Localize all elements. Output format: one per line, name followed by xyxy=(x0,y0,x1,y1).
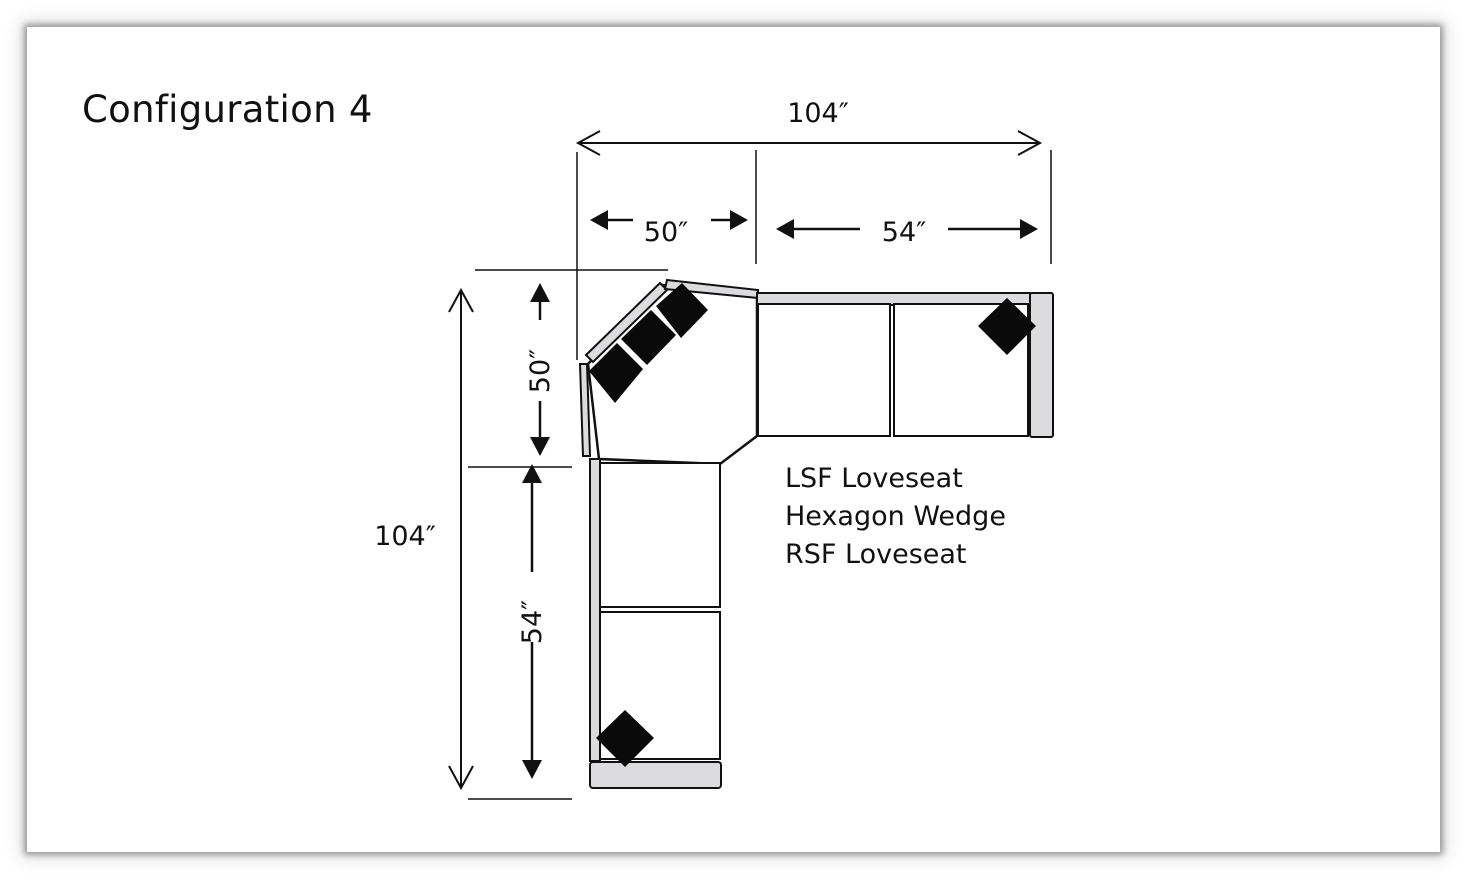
top-left-label: 50″ xyxy=(644,217,688,248)
pillow-icon xyxy=(621,310,676,365)
piece-label: RSF Loveseat xyxy=(785,539,967,570)
back-rail xyxy=(589,458,601,762)
wedge-back-left xyxy=(578,363,592,457)
arrowhead-left-icon xyxy=(575,130,601,156)
arrowhead-filled-down-icon xyxy=(522,760,542,779)
rsf-loveseat xyxy=(756,292,1054,438)
side-lower-label: 54″ xyxy=(517,600,548,644)
pillow-icon xyxy=(589,343,643,403)
top-right-label: 54″ xyxy=(882,217,926,248)
arm xyxy=(1029,292,1054,438)
seat-cushion xyxy=(599,462,721,608)
arrowhead-filled-down-icon xyxy=(530,437,550,456)
arrowhead-down-icon xyxy=(448,765,474,791)
lsf-loveseat xyxy=(589,458,722,789)
arrowhead-filled-up-icon xyxy=(530,283,550,302)
side-upper-label: 50″ xyxy=(525,349,556,393)
arrowhead-up-icon xyxy=(448,287,474,313)
pillow-icon xyxy=(596,710,654,767)
top-dimension-lines: 104″ 50″ 54″ xyxy=(575,98,1052,360)
arrowhead-filled-left-icon xyxy=(776,219,794,239)
arm xyxy=(589,761,722,789)
side-total-label: 104″ xyxy=(374,521,436,552)
piece-label: LSF Loveseat xyxy=(785,463,963,494)
page-title: Configuration 4 xyxy=(82,88,373,131)
hexagon-wedge xyxy=(578,278,759,466)
piece-label: Hexagon Wedge xyxy=(785,501,1006,532)
pillow-icon xyxy=(656,283,708,338)
arrowhead-filled-up-icon xyxy=(522,464,542,483)
pillow-icon xyxy=(978,298,1036,355)
arrowhead-filled-right-icon xyxy=(1020,219,1038,239)
side-dimension-lines: 104″ 50″ 54″ xyxy=(374,269,668,800)
seat-cushion xyxy=(757,303,891,437)
arrowhead-filled-left-icon xyxy=(590,210,608,230)
arrowhead-filled-right-icon xyxy=(730,210,748,230)
pieces-list: LSF Loveseat Hexagon Wedge RSF Loveseat xyxy=(785,460,1006,574)
arrowhead-right-icon xyxy=(1017,130,1043,156)
top-total-label: 104″ xyxy=(787,98,849,129)
